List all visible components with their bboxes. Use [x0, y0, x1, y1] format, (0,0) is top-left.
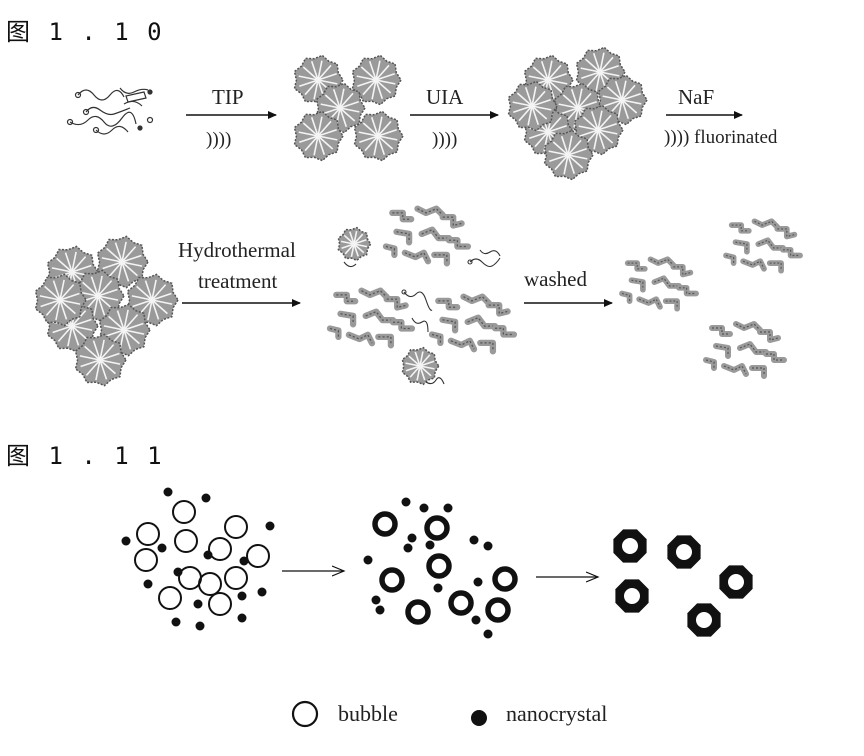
nanocrystal [419, 503, 429, 513]
nanocrystal [239, 556, 249, 566]
legend-nanocrystal-icon [471, 710, 487, 726]
nanocrystal [121, 536, 131, 546]
nanocrystal [265, 521, 275, 531]
legend-bubble-icon [291, 700, 319, 728]
legend-bubble-label: bubble [338, 701, 398, 726]
nanocrystal [483, 541, 493, 551]
label-naf: NaF [678, 85, 714, 109]
label-tip: TIP [212, 85, 244, 109]
nanocrystal [201, 493, 211, 503]
nanocrystal [469, 535, 479, 545]
nanocrystal [473, 577, 483, 587]
figure-1-11 [121, 487, 753, 639]
mesoporous-particle [293, 110, 344, 162]
nanosheet-cluster [703, 321, 787, 379]
mesoporous-particle [337, 226, 372, 262]
hollow-sphere-final [687, 603, 721, 637]
bubble [174, 529, 198, 553]
nanocrystal [363, 555, 373, 565]
label-hydrothermal: Hydrothermal [178, 238, 296, 262]
nanocrystal [193, 599, 203, 609]
nanocrystal [407, 533, 417, 543]
nanocrystal [371, 595, 381, 605]
figure-1-11-label: 图 1 . 1 1 [6, 442, 164, 470]
nanocrystal [237, 591, 247, 601]
hollow-sphere [424, 515, 450, 541]
mesoporous-particle [96, 235, 149, 289]
nanosheet-cluster [723, 218, 803, 274]
nanocrystal [471, 615, 481, 625]
hollow-sphere [485, 597, 511, 623]
label-fluorinated: )))) fluorinated [664, 127, 778, 148]
particle-groups [34, 46, 648, 387]
mesoporous-particle [507, 80, 558, 132]
nanosheet-cluster [619, 256, 699, 312]
mesoporous-particle [74, 333, 127, 387]
nanocrystal [443, 503, 453, 513]
nanocrystal [483, 629, 493, 639]
label-treatment: treatment [198, 269, 277, 293]
hollow-sphere [448, 590, 474, 616]
nanocrystal [173, 567, 183, 577]
label-washed: washed [524, 267, 587, 291]
nanocrystal [237, 613, 247, 623]
bubble [134, 548, 158, 572]
mesoporous-particle [543, 129, 594, 181]
hollow-sphere [426, 553, 452, 579]
bubble [158, 586, 182, 610]
bubble [246, 544, 270, 568]
bubble [208, 537, 232, 561]
ultrasound-mark-2: )))) [432, 129, 457, 150]
ultrasound-mark-1: )))) [206, 129, 231, 150]
bubble [224, 515, 248, 539]
bubble [208, 592, 232, 616]
nanocrystal [401, 497, 411, 507]
hollow-sphere [405, 599, 431, 625]
hollow-sphere [379, 567, 405, 593]
bubble [136, 522, 160, 546]
hollow-sphere-final [613, 529, 647, 563]
bubble [224, 566, 248, 590]
nanocrystal [143, 579, 153, 589]
nanocrystal [433, 583, 443, 593]
legend-nanocrystal-label: nanocrystal [506, 701, 607, 726]
nanosheet-cluster [428, 293, 518, 355]
surfactant-molecules [66, 87, 154, 135]
mesoporous-particle [351, 54, 402, 106]
nanocrystal [195, 621, 205, 631]
nanocrystal [257, 587, 267, 597]
hollow-sphere-final [719, 565, 753, 599]
nanocrystal [157, 543, 167, 553]
hollow-sphere-final [667, 535, 701, 569]
bubble [172, 500, 196, 524]
nanocrystal [171, 617, 181, 627]
nanocrystal [203, 550, 213, 560]
nanocrystal [403, 543, 413, 553]
bubble [198, 572, 222, 596]
nanocrystal [375, 605, 385, 615]
nanosheet-cluster [382, 205, 472, 267]
nanosheet-cluster [326, 287, 416, 349]
mesoporous-particle [34, 273, 87, 327]
hollow-sphere-final [615, 579, 649, 613]
hollow-sphere [492, 566, 518, 592]
nanocrystal [425, 540, 435, 550]
hollow-sphere [372, 511, 398, 537]
residual-surfactant [343, 249, 501, 385]
mesoporous-particle [353, 110, 404, 162]
nanocrystal [163, 487, 173, 497]
mesoporous-particle [401, 346, 440, 386]
label-uia: UIA [426, 85, 464, 109]
bubble [178, 566, 202, 590]
fluorinated-flakes [326, 205, 803, 379]
figure-1-10-label: 图 1 . 1 0 [6, 18, 164, 46]
